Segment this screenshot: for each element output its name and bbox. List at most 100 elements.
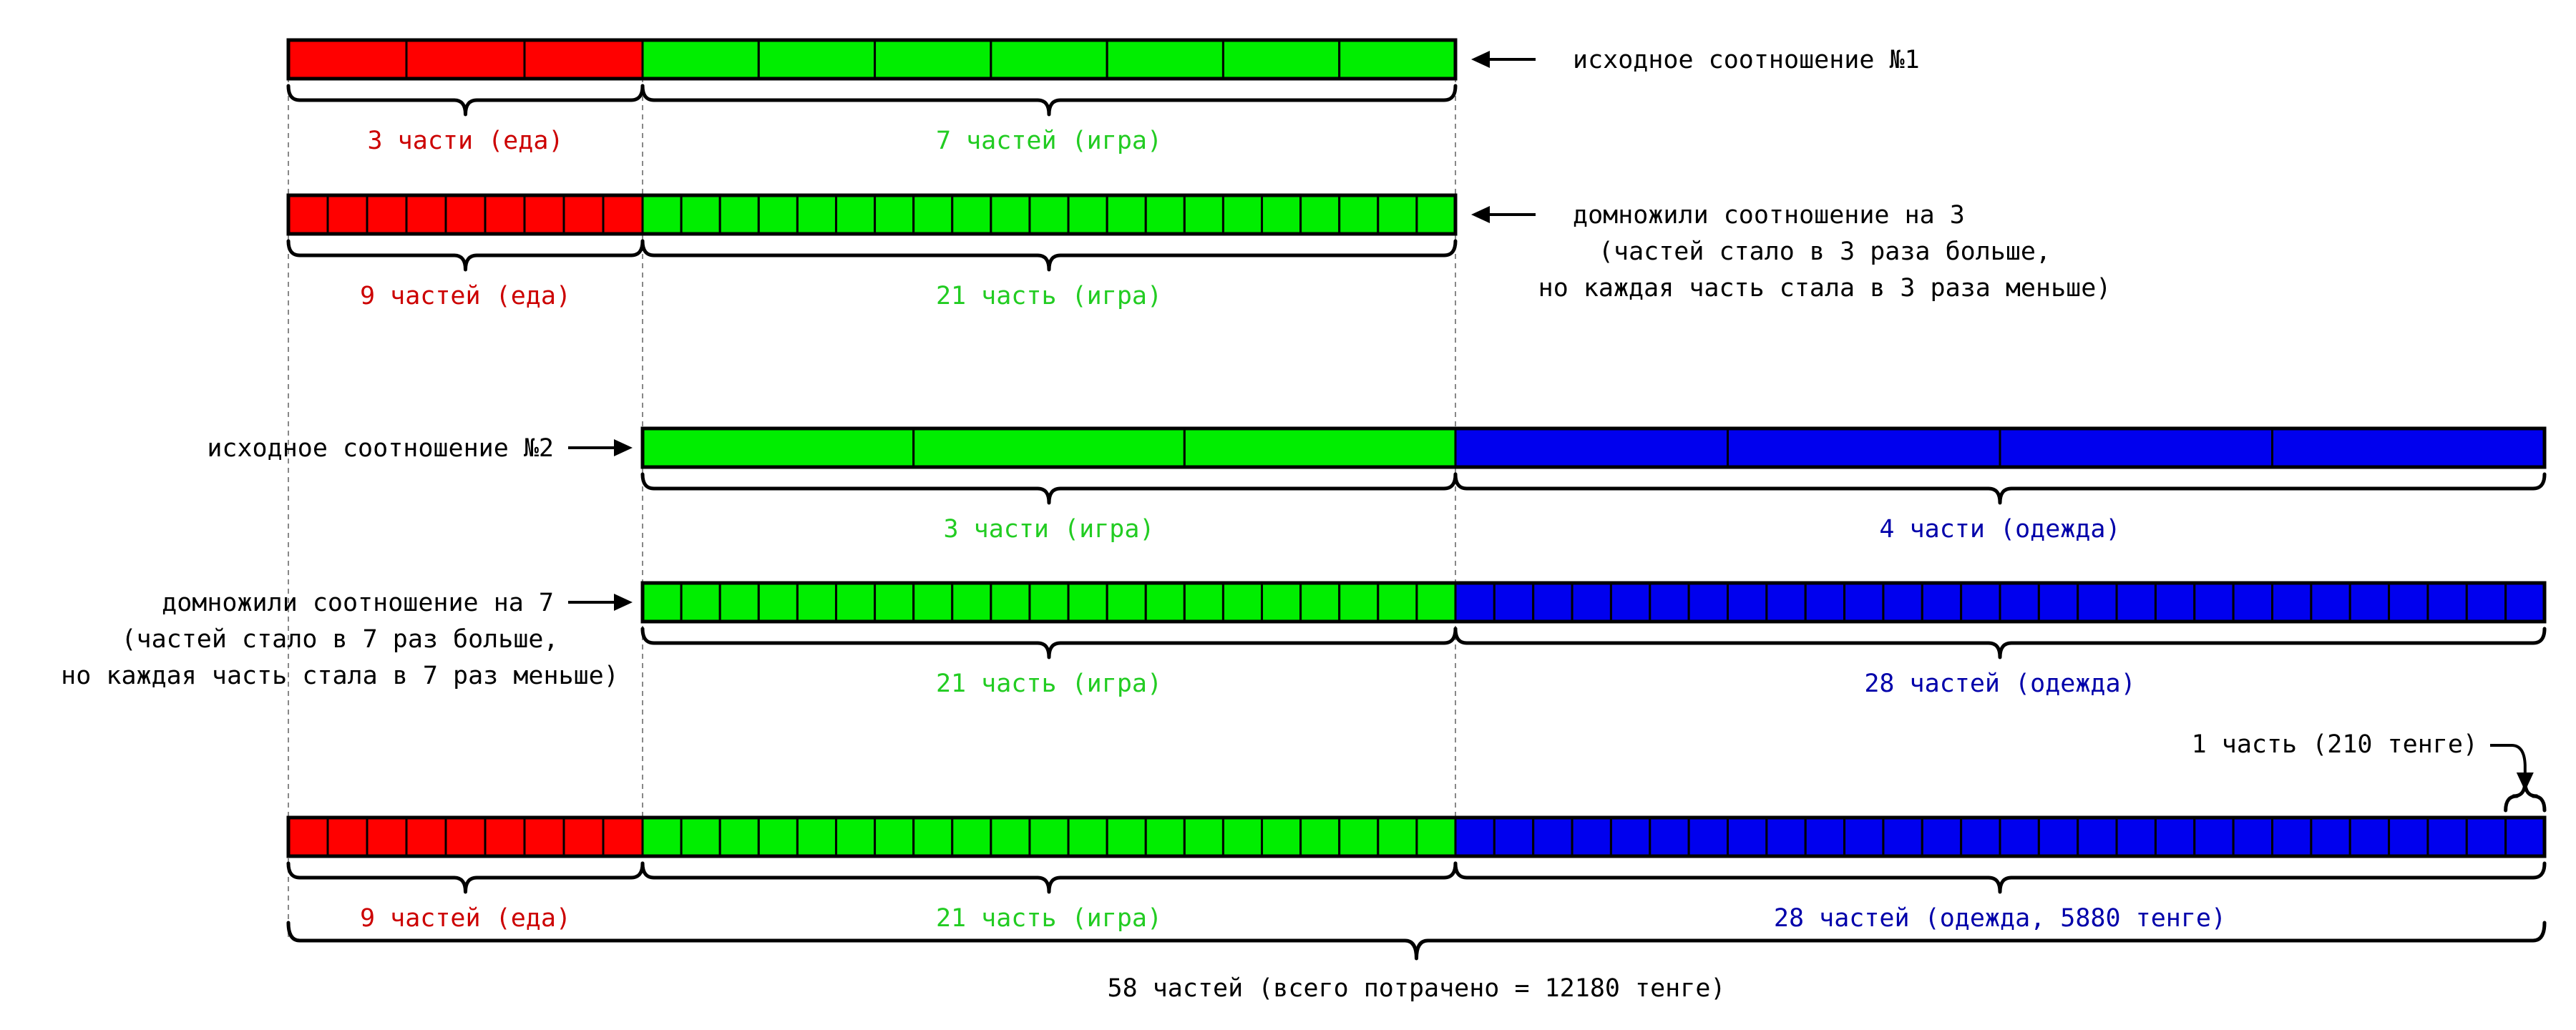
game-part-cell xyxy=(834,816,877,858)
row-4-clothes-label: 28 частей (одежда) xyxy=(1864,670,2135,698)
row-2-note-line-1: домножили соотношение на 3 xyxy=(1573,201,1965,230)
clothes-part-cell xyxy=(1960,816,2001,858)
row-5-bar xyxy=(286,815,2547,858)
clothes-part-cell xyxy=(2271,582,2313,623)
row-3-arrow xyxy=(568,439,633,456)
game-part-cell xyxy=(757,39,877,80)
row-5-braces xyxy=(286,861,2547,894)
clothes-part-cell xyxy=(2037,816,2079,858)
row-4-arrow xyxy=(568,594,633,611)
game-part-cell xyxy=(1299,816,1341,858)
bar-outline xyxy=(640,426,2547,469)
food-part-cell xyxy=(444,194,487,235)
clothes-part-cell xyxy=(2426,816,2468,858)
game-part-cell xyxy=(641,427,915,469)
game-part-cell xyxy=(951,194,992,235)
game-part-cell xyxy=(1299,194,1341,235)
clothes-part-cell xyxy=(1727,582,1768,623)
food-part-cell xyxy=(405,816,447,858)
clothes-part-cell xyxy=(2426,582,2468,623)
food-part-cell xyxy=(562,816,605,858)
clothes-part-cell xyxy=(2037,582,2079,623)
clothes-part-cell xyxy=(1960,582,2001,623)
clothes-part-cell xyxy=(2348,816,2391,858)
bar-outline xyxy=(286,815,2547,858)
row-2-braces xyxy=(286,239,1458,272)
clothes-part-cell xyxy=(2115,582,2157,623)
game-part-cell xyxy=(912,194,954,235)
food-part-cell xyxy=(523,39,644,80)
food-part-cell xyxy=(366,194,408,235)
game-part-cell xyxy=(1338,194,1380,235)
row-1: 3 части (еда) 7 частей (игра) исходное с… xyxy=(286,38,1920,155)
clothes-brace xyxy=(1453,627,2547,659)
clothes-part-cell xyxy=(1804,582,1846,623)
game-part-cell xyxy=(1415,194,1457,235)
food-brace xyxy=(286,84,645,117)
clothes-part-cell xyxy=(1493,816,1535,858)
game-brace xyxy=(640,472,1458,505)
game-part-cell xyxy=(641,39,760,80)
clothes-part-cell xyxy=(1843,582,1885,623)
game-part-cell xyxy=(1028,194,1070,235)
clothes-part-cell xyxy=(1765,582,1807,623)
clothes-part-cell xyxy=(2310,582,2351,623)
row-3-clothes-label: 4 части (одежда) xyxy=(1879,515,2120,544)
clothes-part-cell xyxy=(1649,582,1690,623)
clothes-part-cell xyxy=(2154,816,2196,858)
row-3: 3 части (игра) 4 части (одежда) исходное… xyxy=(207,426,2547,544)
clothes-part-cell xyxy=(1882,816,1923,858)
game-part-cell xyxy=(641,582,683,623)
game-part-cell xyxy=(1183,816,1224,858)
clothes-part-cell xyxy=(2193,582,2235,623)
game-part-cell xyxy=(1377,194,1418,235)
clothes-part-cell xyxy=(1882,582,1923,623)
callout-arrow-head xyxy=(2516,772,2534,791)
food-part-cell xyxy=(287,39,408,80)
clothes-part-cell xyxy=(2504,816,2546,858)
bar-outline xyxy=(640,581,2547,624)
row-1-food-label: 3 части (еда) xyxy=(368,127,564,155)
game-part-cell xyxy=(990,816,1031,858)
game-brace xyxy=(640,84,1458,117)
row-4: 21 часть (игра) 28 частей (одежда) домно… xyxy=(61,581,2547,698)
row-5-food-label: 9 частей (еда) xyxy=(360,904,571,933)
clothes-part-cell xyxy=(1999,816,2040,858)
clothes-part-cell xyxy=(1609,816,1652,858)
game-part-cell xyxy=(990,194,1031,235)
bar-outline xyxy=(286,193,1458,236)
food-brace xyxy=(286,239,645,272)
game-part-cell xyxy=(834,194,877,235)
row-4-note-line-3: но каждая часть стала в 7 раз меньше) xyxy=(61,662,619,690)
row-5-game-label: 21 часть (игра) xyxy=(936,904,1162,933)
food-part-cell xyxy=(562,194,605,235)
game-part-cell xyxy=(757,582,799,623)
clothes-part-cell xyxy=(1532,582,1574,623)
total-brace-path xyxy=(286,921,2547,961)
food-part-cell xyxy=(326,816,369,858)
row-2-note-line-3: но каждая часть стала в 3 раза меньше) xyxy=(1538,274,2112,303)
game-part-cell xyxy=(834,582,877,623)
row-4-game-label: 21 часть (игра) xyxy=(936,670,1162,698)
clothes-part-cell xyxy=(2115,816,2157,858)
clothes-part-cell xyxy=(1765,816,1807,858)
row-3-game-label: 3 части (игра) xyxy=(943,515,1154,544)
game-part-cell xyxy=(990,39,1108,80)
row-2-food-label: 9 частей (еда) xyxy=(360,282,571,310)
game-part-cell xyxy=(912,427,1186,469)
game-part-cell xyxy=(680,816,721,858)
game-part-cell xyxy=(796,816,837,858)
game-part-cell xyxy=(1067,194,1108,235)
food-brace xyxy=(286,861,645,894)
row-1-bar xyxy=(286,38,1458,81)
clothes-part-cell xyxy=(1921,582,1963,623)
game-part-cell xyxy=(1415,816,1457,858)
food-part-cell xyxy=(602,816,644,858)
game-part-cell xyxy=(1028,816,1070,858)
row-2: 9 частей (еда) 21 часть (игра) домножили… xyxy=(286,193,2112,310)
game-part-cell xyxy=(1221,582,1264,623)
game-part-cell xyxy=(1261,194,1302,235)
food-part-cell xyxy=(287,816,329,858)
game-part-cell xyxy=(951,816,992,858)
row-2-arrow xyxy=(1471,206,1536,223)
